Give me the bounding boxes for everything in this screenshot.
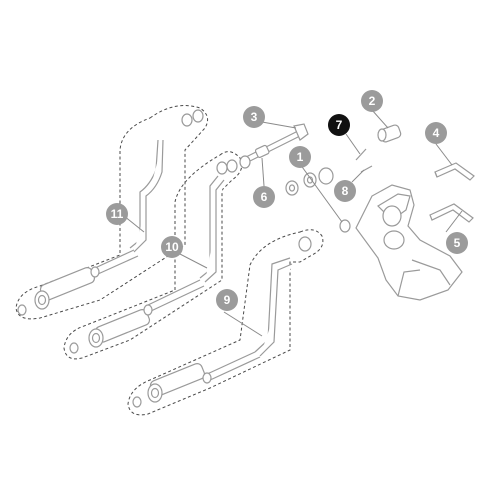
rod-assembly-9 bbox=[132, 236, 312, 408]
callout-9[interactable]: 9 bbox=[216, 289, 238, 311]
svg-text:11: 11 bbox=[111, 207, 124, 221]
svg-text:10: 10 bbox=[165, 240, 179, 254]
leader-3 bbox=[261, 121, 297, 129]
leader-4 bbox=[435, 143, 453, 166]
rod-assembly-10 bbox=[69, 159, 238, 354]
svg-text:1: 1 bbox=[297, 150, 304, 164]
callout-11[interactable]: 11 bbox=[106, 203, 128, 225]
callout-5[interactable]: 5 bbox=[446, 232, 468, 254]
leader-10 bbox=[179, 253, 208, 269]
group-outline-10 bbox=[63, 151, 243, 360]
svg-text:6: 6 bbox=[261, 190, 268, 204]
callout-4[interactable]: 4 bbox=[425, 122, 447, 144]
svg-text:7: 7 bbox=[336, 118, 343, 132]
bushing-2 bbox=[377, 124, 402, 143]
callout-1[interactable]: 1 bbox=[289, 146, 311, 168]
svg-text:5: 5 bbox=[454, 236, 461, 250]
leader-5 bbox=[445, 210, 463, 233]
handle-4 bbox=[434, 162, 475, 181]
leader-7 bbox=[345, 133, 361, 155]
bolt-3 bbox=[216, 123, 309, 175]
bracket bbox=[355, 184, 463, 301]
callout-7[interactable]: 7 bbox=[328, 114, 350, 136]
leader-6 bbox=[261, 157, 265, 187]
svg-text:4: 4 bbox=[433, 126, 440, 140]
callout-10[interactable]: 10 bbox=[161, 236, 183, 258]
washers-1 bbox=[285, 167, 351, 233]
leader-11 bbox=[123, 215, 145, 233]
leader-1 bbox=[299, 163, 343, 223]
leader-8 bbox=[351, 169, 365, 183]
svg-text:2: 2 bbox=[369, 94, 376, 108]
callout-3[interactable]: 3 bbox=[243, 106, 265, 128]
svg-text:9: 9 bbox=[224, 293, 231, 307]
pin-7 bbox=[355, 148, 367, 161]
group-outline-9 bbox=[127, 229, 324, 416]
leader-9 bbox=[223, 311, 263, 337]
callout-8[interactable]: 8 bbox=[334, 180, 356, 202]
svg-text:8: 8 bbox=[342, 184, 349, 198]
spacer-6 bbox=[254, 144, 270, 159]
callout-2[interactable]: 2 bbox=[361, 90, 383, 112]
leader-2 bbox=[371, 109, 389, 129]
rod-assembly-11 bbox=[17, 109, 204, 316]
svg-text:3: 3 bbox=[251, 110, 258, 124]
handle-5 bbox=[429, 203, 474, 223]
callout-6[interactable]: 6 bbox=[253, 186, 275, 208]
